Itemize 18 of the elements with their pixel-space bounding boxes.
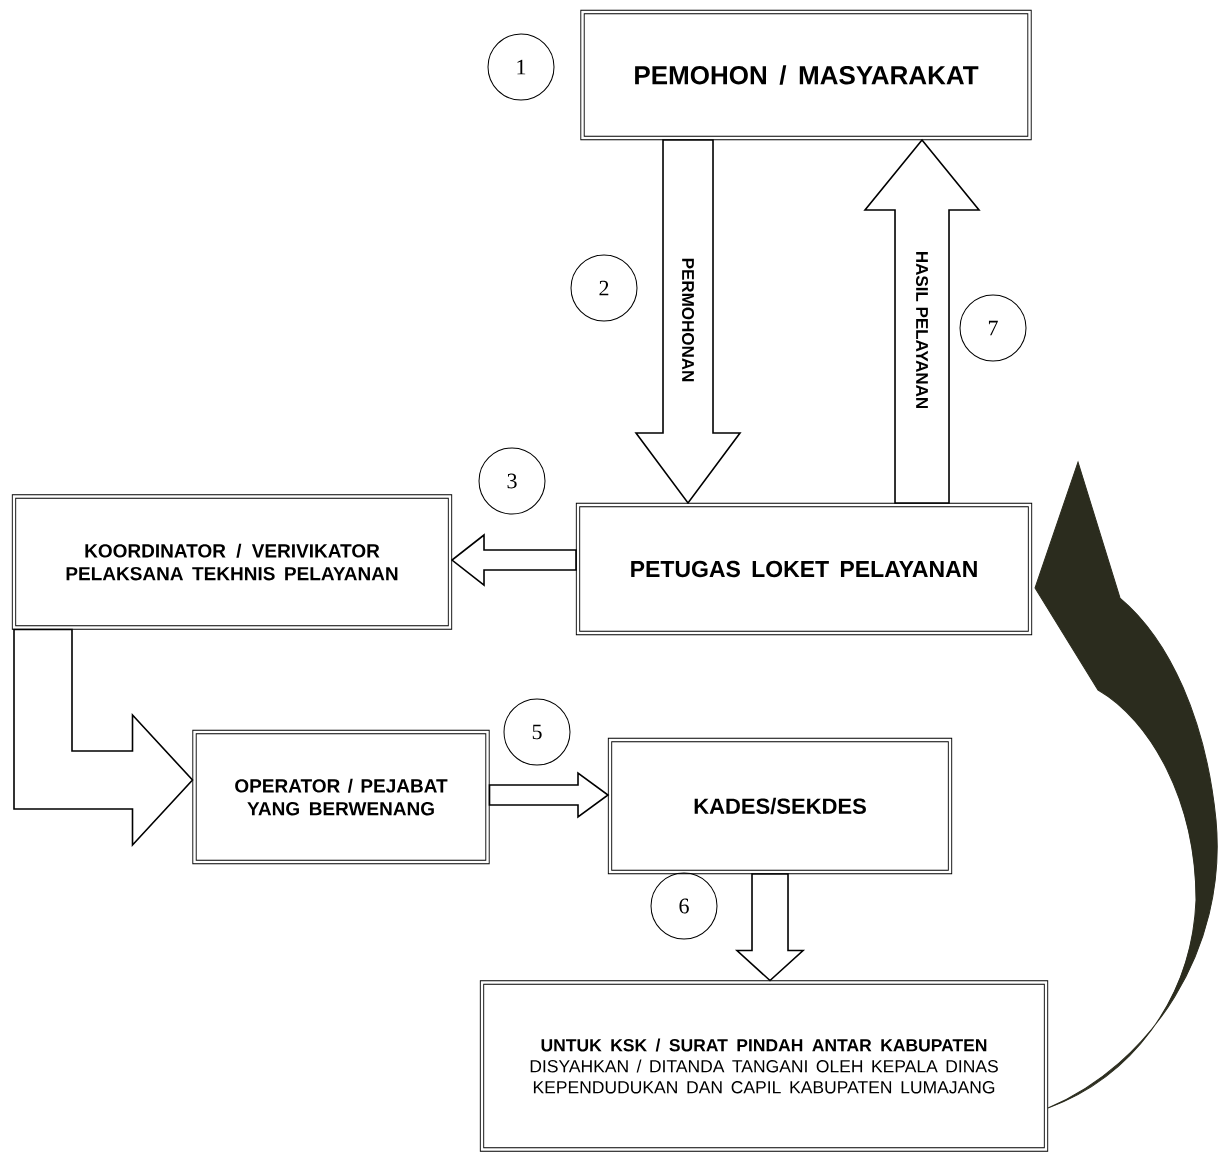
block-arrow (863, 138, 981, 504)
step-number: 2 (570, 254, 638, 322)
process-box: KOORDINATOR / VERIVIKATOR PELAKSANA TEKHNIS PELAYANAN (11, 494, 453, 630)
process-box: KADES/SEKDES (607, 737, 953, 875)
process-box: OPERATOR / PEJABAT YANG BERWENANG (192, 729, 490, 865)
block-arrow (13, 628, 194, 848)
step-number: 7 (959, 294, 1027, 362)
step-number: 3 (478, 447, 546, 515)
block-arrow (450, 533, 577, 587)
block-arrow (488, 771, 610, 819)
step-number: 5 (503, 698, 571, 766)
process-box: PEMOHON / MASYARAKAT (580, 9, 1032, 141)
block-arrow (734, 873, 806, 982)
step-number: 6 (650, 872, 718, 940)
process-box: UNTUK KSK / SURAT PINDAH ANTAR KABUPATEN DISYAHKAN / DITANDA TANGANI OLEH KEPALA DINAS KEPENDUDUKAN DAN CAPIL KABUPATEN LUMAJANG (479, 980, 1049, 1152)
process-box: PETUGAS LOKET PELAYANAN (575, 502, 1033, 636)
block-arrow (634, 139, 742, 505)
step-number: 1 (487, 33, 555, 101)
